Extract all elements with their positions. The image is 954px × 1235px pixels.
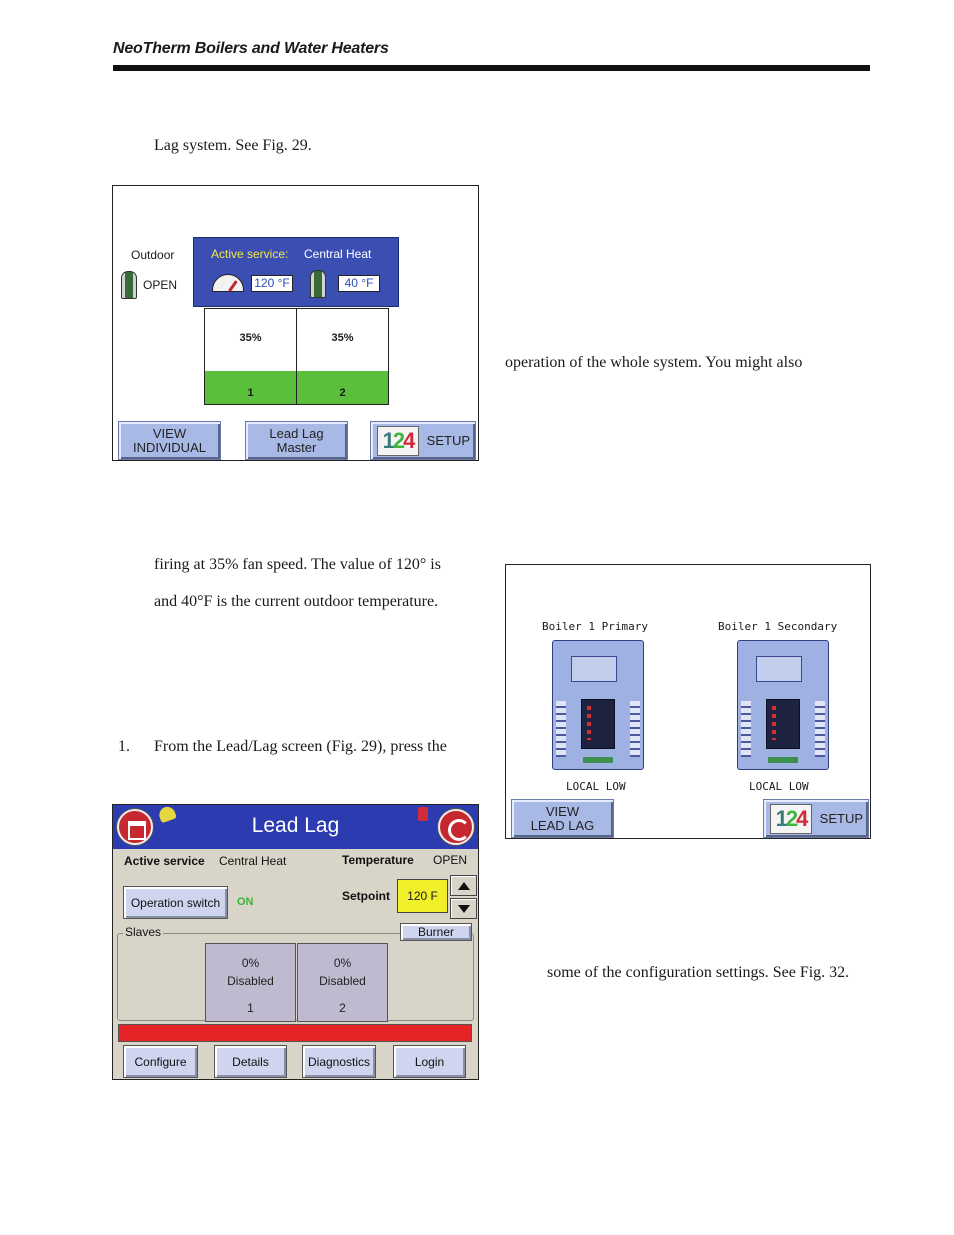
- button-label: Master: [276, 439, 317, 455]
- slave-number: 2: [339, 1001, 346, 1015]
- rate-fill: [205, 370, 296, 404]
- controller-board-icon[interactable]: [552, 640, 644, 770]
- temperature-label: Temperature: [342, 853, 414, 867]
- active-service-value: Central Heat: [219, 854, 287, 868]
- slaves-label: Slaves: [123, 925, 164, 939]
- slave-percent: 0%: [333, 956, 352, 970]
- setpoint-up-arrow-icon[interactable]: [450, 875, 477, 896]
- paragraph-text: and 40°F is the current outdoor temperat…: [154, 593, 439, 610]
- rate-fill: [297, 370, 388, 404]
- paragraph-text: operation of the whole system. You might…: [505, 354, 803, 371]
- slave-number: 2: [339, 387, 346, 399]
- active-service-label: Active service:: [211, 247, 289, 261]
- lock-icon: [418, 807, 428, 821]
- button-label: Lead Lag: [269, 425, 324, 441]
- rate-percent: 35%: [239, 332, 262, 344]
- setup-124-icon: 124: [770, 804, 812, 834]
- lead-lag-screen: Lead Lag Active service Central Heat Tem…: [112, 804, 479, 1080]
- slave-percent: 0%: [241, 956, 260, 970]
- outdoor-sensor-icon: [121, 271, 137, 299]
- login-button[interactable]: Login: [393, 1045, 466, 1078]
- diagnostics-button[interactable]: Diagnostics: [302, 1045, 376, 1078]
- details-button[interactable]: Details: [214, 1045, 287, 1078]
- gauge-icon: [212, 274, 244, 292]
- lead-lag-master-screen: Outdoor OPEN Active service: Central Hea…: [112, 185, 479, 461]
- boiler-status: LOCAL LOW: [566, 780, 626, 793]
- burner-button[interactable]: Burner: [400, 923, 472, 941]
- supply-temperature: 120 °F: [251, 275, 293, 292]
- operation-switch-button[interactable]: Operation switch: [123, 886, 228, 919]
- list-number: 1.: [118, 738, 130, 755]
- setup-124-icon: 124: [377, 426, 419, 456]
- slave-status: Disabled: [319, 974, 366, 988]
- setpoint-label: Setpoint: [342, 889, 390, 903]
- outdoor-label: Outdoor: [131, 248, 175, 262]
- rate-percent: 35%: [331, 332, 354, 344]
- paragraph-text: Lag system. See Fig. 29.: [154, 137, 312, 154]
- slave-tile[interactable]: 0% Disabled 2: [297, 943, 388, 1022]
- button-label: SETUP: [426, 432, 470, 448]
- boiler-title: Boiler 1 Primary: [542, 620, 648, 633]
- active-service-panel: Active service: Central Heat 120 °F 40 °…: [193, 237, 399, 307]
- document-header-title: NeoTherm Boilers and Water Heaters: [113, 40, 389, 57]
- button-label: VIEW: [152, 425, 187, 441]
- paragraph-text: some of the configuration settings. See …: [547, 964, 850, 981]
- slave-status: Disabled: [227, 974, 274, 988]
- configure-button[interactable]: Configure: [123, 1045, 198, 1078]
- temperature-sensor-icon: [310, 270, 326, 298]
- screen-title: Lead Lag: [251, 814, 340, 837]
- screen-header: Lead Lag: [113, 805, 478, 849]
- operation-state: ON: [237, 896, 254, 908]
- header-rule: [113, 65, 870, 71]
- controller-board-icon[interactable]: [737, 640, 829, 770]
- boiler-title: Boiler 1 Secondary: [718, 620, 838, 633]
- button-label: INDIVIDUAL: [133, 439, 206, 455]
- outdoor-temperature: 40 °F: [338, 275, 380, 292]
- active-service-value: Central Heat: [304, 247, 372, 261]
- setup-button[interactable]: 124 SETUP: [370, 421, 476, 460]
- slave-number: 1: [247, 1001, 254, 1015]
- active-service-label: Active service: [124, 854, 205, 868]
- status-bar: [118, 1024, 472, 1042]
- button-label: LEAD LAG: [530, 817, 595, 833]
- paragraph-text: From the Lead/Lag screen (Fig. 29), pres…: [154, 738, 447, 755]
- home-button[interactable]: [117, 809, 153, 845]
- button-label: SETUP: [819, 810, 863, 826]
- setpoint-down-arrow-icon[interactable]: [450, 898, 477, 919]
- boiler-controllers-screen: Boiler 1 Primary Boiler 1 Secondary LOCA…: [505, 564, 871, 839]
- slave-tile[interactable]: 0% Disabled 1: [205, 943, 296, 1022]
- setup-button[interactable]: 124 SETUP: [763, 799, 869, 838]
- setpoint-value[interactable]: 120 F: [397, 879, 448, 913]
- temperature-value: OPEN: [433, 853, 468, 867]
- back-button[interactable]: [438, 809, 474, 845]
- boiler-status: LOCAL LOW: [749, 780, 809, 793]
- slave-rate-bar[interactable]: 35% 2: [296, 308, 389, 405]
- outdoor-status: OPEN: [143, 278, 178, 292]
- button-label: VIEW: [545, 803, 580, 819]
- paragraph-text: firing at 35% fan speed. The value of 12…: [154, 556, 441, 573]
- slave-number: 1: [247, 387, 254, 399]
- slave-rate-bar[interactable]: 35% 1: [204, 308, 297, 405]
